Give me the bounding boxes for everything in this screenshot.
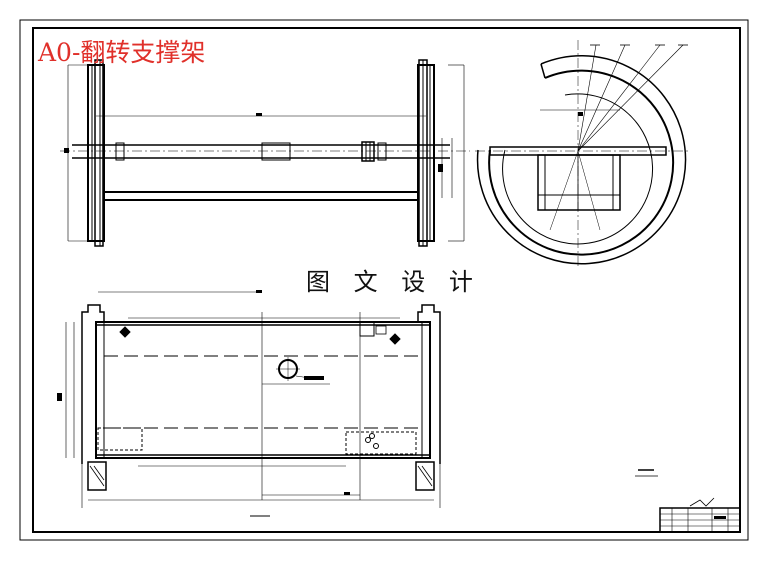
note-mark xyxy=(635,469,658,477)
outer-border xyxy=(19,19,749,541)
left-ring-outer xyxy=(87,64,105,242)
drawing-title: A0-翻转支撑架 xyxy=(38,38,206,67)
watermark-text: 图 文 设 计 xyxy=(306,268,481,296)
right-ring-outer xyxy=(417,64,435,242)
inner-border xyxy=(32,27,741,533)
left-ring-flange xyxy=(94,59,104,247)
top-view xyxy=(60,59,470,247)
end-view xyxy=(475,40,690,268)
title-block xyxy=(659,497,741,533)
front-view xyxy=(57,290,441,517)
